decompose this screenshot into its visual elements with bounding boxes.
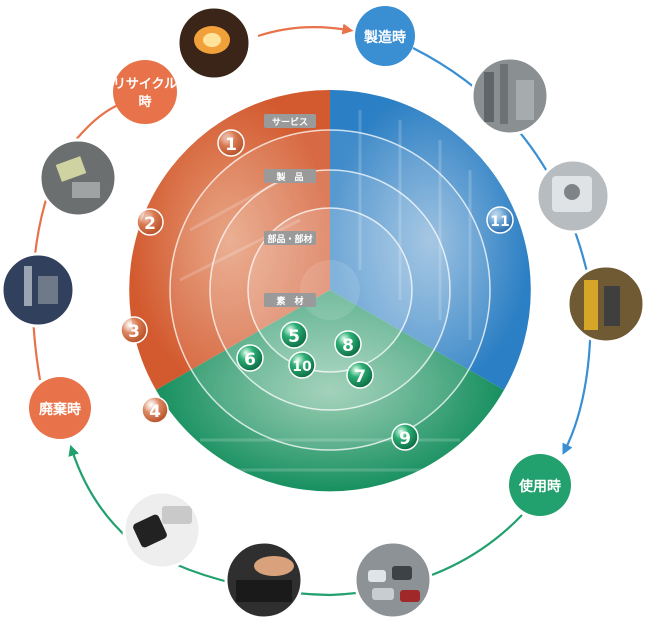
svg-text:11: 11: [490, 214, 509, 230]
mobile-phone-photo: [122, 490, 202, 570]
ring-material: [300, 260, 360, 320]
molten-metal-photo: [176, 5, 252, 81]
svg-text:2: 2: [144, 214, 156, 234]
recycle-sector: [129, 89, 330, 390]
arc-recycle-to-manufacturing: [257, 23, 354, 38]
manufacturing-sector: [330, 89, 531, 390]
stage-manufacturing: 製造時: [355, 6, 415, 66]
main-wheel: [129, 89, 531, 492]
stage-label-recycling-1: リサイクル: [113, 77, 177, 92]
stage-label-recycling-2: 時: [138, 94, 151, 110]
number-markers: 1 2 3 4 5 6 7 8: [120, 129, 514, 451]
marker-7: 7: [346, 361, 374, 389]
ring-label-material-bg: [264, 293, 316, 307]
factory-photo-3: [566, 264, 646, 344]
marker-6: 6: [236, 344, 264, 372]
marker-1: 1: [217, 129, 245, 157]
marker-8: 8: [334, 330, 362, 358]
svg-text:9: 9: [399, 429, 411, 449]
factory-photo-2: [535, 158, 611, 234]
marker-11: 11: [486, 206, 514, 234]
marker-3: 3: [120, 316, 148, 344]
stage-recycling: リサイクル 時: [113, 60, 177, 124]
svg-text:3: 3: [128, 322, 140, 342]
ring-label-product-bg: [264, 169, 316, 183]
marker-9: 9: [391, 423, 419, 451]
svg-text:6: 6: [244, 350, 256, 370]
ring-label-product: 製 品: [275, 171, 303, 183]
ring-product: [209, 169, 451, 411]
svg-text:10: 10: [292, 359, 312, 375]
keyboard-photo: [224, 540, 304, 620]
svg-text:1: 1: [225, 135, 237, 155]
traffic-photo: [353, 540, 433, 620]
smokestack-photo: [0, 252, 76, 328]
svg-text:4: 4: [149, 402, 161, 422]
marker-4: 4: [141, 396, 169, 424]
ring-label-parts-bg: [264, 231, 316, 245]
marker-5: 5: [280, 321, 308, 349]
marker-10: 10: [288, 351, 316, 379]
stage-label-manufacturing: 製造時: [363, 29, 406, 46]
stage-disposal: 廃棄時: [29, 377, 91, 439]
ring-labels: サービス 製 品 部品・部材 素 材: [264, 114, 316, 307]
ewaste-photo: [38, 138, 118, 218]
factory-photo-1: [470, 56, 550, 136]
ring-label-parts: 部品・部材: [267, 233, 312, 245]
ring-label-service-bg: [264, 114, 316, 128]
ring-label-material: 素 材: [276, 295, 303, 307]
stage-use: 使用時: [509, 454, 571, 516]
stage-label-disposal: 廃棄時: [39, 401, 81, 418]
svg-text:5: 5: [288, 327, 300, 347]
marker-2: 2: [136, 208, 164, 236]
ring-label-service: サービス: [272, 116, 308, 128]
stage-label-use: 使用時: [518, 478, 561, 495]
svg-text:7: 7: [354, 367, 366, 387]
svg-text:8: 8: [342, 336, 354, 356]
